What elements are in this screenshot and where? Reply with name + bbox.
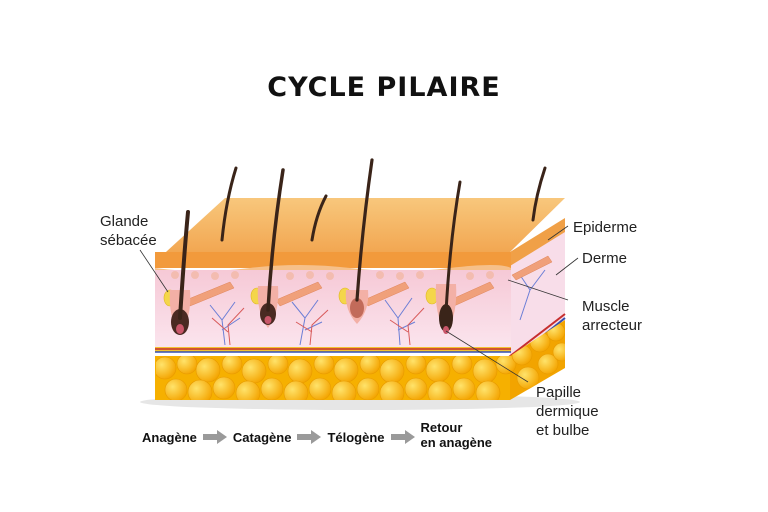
hair-cycle-stages: Anagène Catagène Télogène Retour en anag…: [142, 420, 492, 450]
leader-epiderme: [547, 225, 569, 241]
label-epiderme: Epiderme: [573, 219, 638, 236]
stage-telogen: Télogène: [327, 429, 385, 445]
leader-muscle: [507, 279, 569, 301]
leader-derme: [555, 257, 579, 276]
stage-return-anagen: Retour en anagène: [420, 420, 493, 450]
dermis-front: [155, 270, 511, 352]
stage-catagen: Catagène: [232, 429, 292, 445]
leader-papille: [445, 330, 529, 383]
hair-shaft: [178, 210, 190, 320]
label-glande-sebacee: Glande sébacée: [100, 213, 157, 249]
epidermis-side: [510, 218, 565, 266]
epidermis-front: [155, 252, 511, 268]
label-muscle-arrecteur: Muscle arrecteur: [582, 298, 643, 334]
leader-glande: [139, 249, 169, 293]
follicle-telogen: [345, 290, 369, 324]
label-papille-dermique: Papille dermique et bulbe: [536, 384, 599, 439]
stage-anagen: Anagène: [142, 429, 197, 445]
page-title: CYCLE PILAIRE: [267, 72, 501, 103]
arrow-right-icon: [297, 430, 322, 444]
arrow-right-icon: [390, 430, 415, 444]
skin-top-surface: [155, 198, 565, 262]
arrow-right-icon: [202, 430, 227, 444]
follicle-anagen: [169, 290, 191, 335]
label-derme: Derme: [582, 250, 628, 267]
